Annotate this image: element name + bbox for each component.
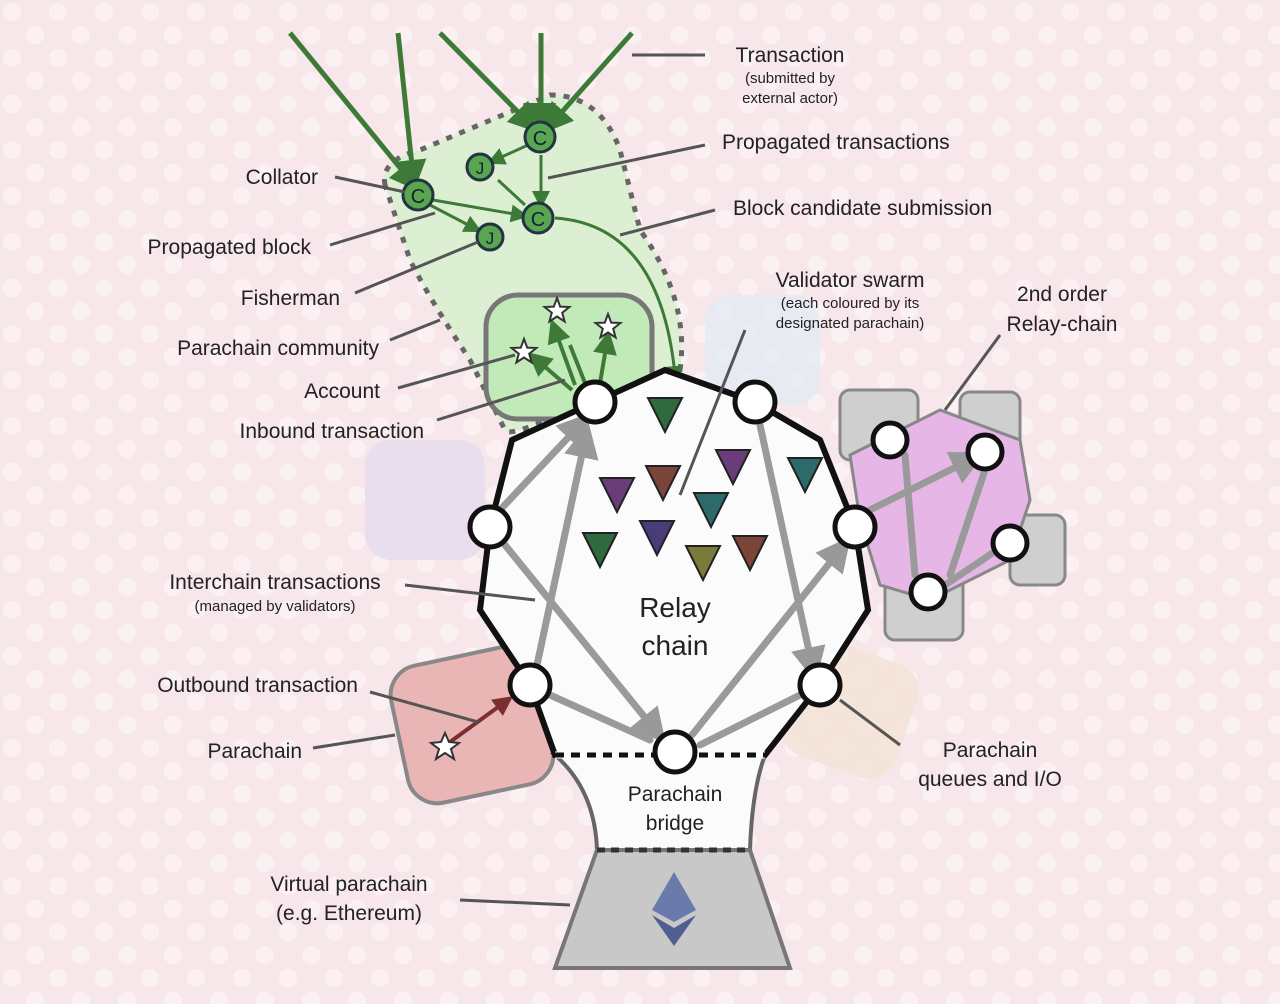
validator-node (832, 504, 878, 550)
ethereum-logo-icon (652, 872, 696, 946)
svg-text:queues and I/O: queues and I/O (918, 768, 1062, 791)
svg-text:Block candidate submission: Block candidate submission (733, 197, 992, 220)
star-icon (592, 311, 624, 340)
validator-node (467, 504, 513, 550)
validator-triangle-icon (714, 449, 752, 487)
validator-triangle-icon (684, 545, 722, 583)
star-icon (428, 730, 462, 762)
svg-text:(each coloured by its: (each coloured by its (781, 295, 919, 312)
svg-text:external actor): external actor) (742, 90, 838, 107)
svg-text:Propagated transactions: Propagated transactions (722, 131, 950, 154)
svg-text:Outbound transaction: Outbound transaction (157, 674, 358, 697)
faded-parachain (705, 295, 820, 405)
svg-text:Account: Account (304, 380, 380, 403)
svg-text:Inbound transaction: Inbound transaction (240, 420, 424, 443)
validator-node (507, 662, 553, 708)
star-icon (508, 336, 540, 365)
validator-node (797, 662, 843, 708)
relay-chain-label: chain (642, 630, 709, 661)
collator-node: C (521, 201, 555, 235)
svg-text:(managed by validators): (managed by validators) (195, 598, 356, 615)
second-order-relay-chain (838, 388, 1067, 642)
validator-node (572, 379, 618, 425)
svg-text:Parachain: Parachain (943, 739, 1038, 762)
relay-chain: Relay chain (467, 318, 878, 970)
svg-text:bridge: bridge (646, 812, 704, 835)
star-icon (541, 295, 573, 324)
validator-node (732, 379, 778, 425)
fisherman-node: J (475, 222, 505, 252)
labels: Transaction (submitted by external actor… (148, 44, 1118, 925)
validator-triangle-icon (786, 457, 824, 495)
svg-text:(submitted by: (submitted by (745, 70, 836, 87)
incoming-transactions (288, 31, 684, 384)
svg-text:C: C (533, 128, 547, 150)
svg-text:designated parachain): designated parachain) (776, 315, 924, 332)
svg-text:Collator: Collator (246, 166, 318, 189)
validator-triangle-icon (598, 477, 636, 515)
validator-triangle-icon (638, 520, 676, 558)
svg-text:(e.g. Ethereum): (e.g. Ethereum) (276, 902, 422, 925)
svg-text:Validator swarm: Validator swarm (776, 269, 925, 292)
collator-node: C (401, 178, 435, 212)
validator-triangle-icon (731, 535, 769, 573)
svg-text:Interchain transactions: Interchain transactions (169, 571, 380, 594)
svg-text:C: C (531, 209, 545, 231)
svg-text:Transaction: Transaction (736, 44, 845, 67)
svg-text:J: J (486, 229, 495, 248)
svg-text:Parachain: Parachain (207, 740, 302, 763)
svg-text:2nd order: 2nd order (1017, 283, 1107, 306)
svg-text:Fisherman: Fisherman (241, 287, 340, 310)
leader-lines (312, 53, 1002, 907)
validator-triangle-icon (581, 532, 619, 570)
faded-parachain (365, 440, 485, 560)
collators-and-fishermen: C C C J J (401, 120, 557, 252)
collator-node: C (523, 120, 557, 154)
relay-chain-label: Relay (639, 592, 711, 623)
svg-text:Parachain community: Parachain community (177, 337, 379, 360)
validator-node (652, 729, 698, 775)
fisherman-node: J (465, 152, 495, 182)
validator-triangle-icon (644, 465, 682, 503)
svg-text:Propagated block: Propagated block (148, 236, 312, 259)
validator-triangle-icon (646, 397, 684, 435)
validator-swarm (581, 397, 824, 583)
validator-triangle-icon (692, 492, 730, 530)
svg-text:Virtual parachain: Virtual parachain (270, 873, 427, 896)
svg-text:C: C (411, 186, 425, 208)
svg-text:Relay-chain: Relay-chain (1007, 313, 1118, 336)
svg-text:Parachain: Parachain (628, 783, 723, 806)
svg-text:J: J (476, 159, 485, 178)
